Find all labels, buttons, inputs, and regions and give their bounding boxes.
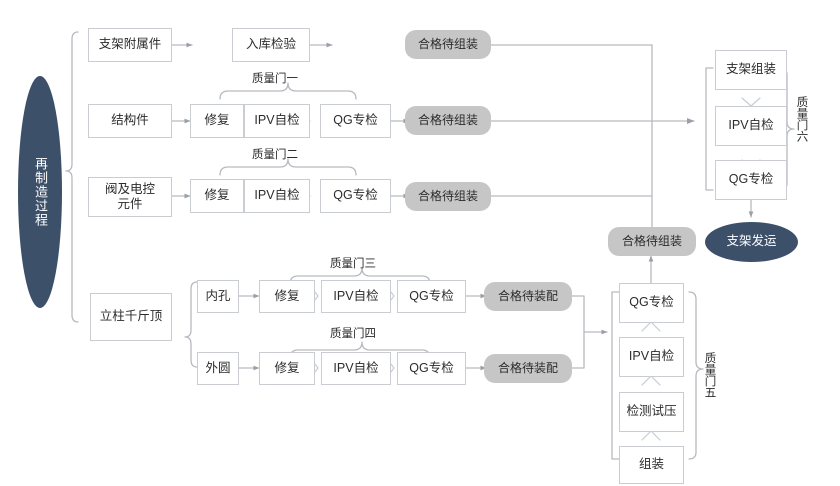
gate-label-quality-gate-2: 质量门二: [252, 149, 298, 161]
node-input-inner-bore[interactable]: 内孔: [197, 280, 239, 313]
gate-label-quality-gate-6: 质量门六: [795, 96, 808, 142]
node-step-ipv-self-check-outer[interactable]: IPV自检: [321, 352, 391, 385]
gate-label-quality-gate-3: 质量门三: [330, 258, 376, 270]
node-output-bracket-shipment[interactable]: 支架发运: [705, 222, 798, 262]
node-step-bracket-assembly[interactable]: 支架组装: [715, 50, 787, 90]
node-step-repair-valve[interactable]: 修复: [190, 179, 244, 213]
node-step-repair-outer[interactable]: 修复: [259, 352, 315, 385]
node-step-incoming-inspection[interactable]: 入库检验: [232, 28, 310, 62]
node-output-ready-for-assembly-1[interactable]: 合格待组装: [405, 30, 491, 59]
node-step-repair-structural[interactable]: 修复: [190, 104, 244, 138]
node-input-prop-jack[interactable]: 立柱千斤顶: [90, 293, 172, 341]
node-step-pressure-test[interactable]: 检测试压: [619, 392, 684, 432]
node-step-qg-inspection-structural[interactable]: QG专检: [320, 104, 391, 138]
node-step-repair-bore[interactable]: 修复: [259, 280, 315, 313]
node-step-qg-inspection-final[interactable]: QG专检: [715, 160, 787, 200]
node-input-structural-parts[interactable]: 结构件: [88, 104, 172, 138]
gate-label-quality-gate-4: 质量门四: [330, 328, 376, 340]
node-step-ipv-self-check-final[interactable]: IPV自检: [715, 106, 787, 146]
gate-label-quality-gate-5: 质量门五: [703, 352, 716, 398]
node-output-ready-for-assembly-2[interactable]: 合格待组装: [405, 106, 491, 135]
node-step-qg-inspection-outer[interactable]: QG专检: [397, 352, 466, 385]
node-step-ipv-self-check-valve[interactable]: IPV自检: [244, 179, 310, 213]
root-node-remanufacturing-process[interactable]: 再制造过程: [18, 76, 62, 308]
node-output-ready-for-fitting-1[interactable]: 合格待装配: [484, 282, 572, 311]
node-output-ready-for-assembly-4[interactable]: 合格待组装: [608, 227, 696, 256]
node-step-assembly[interactable]: 组装: [619, 446, 684, 484]
gate-label-quality-gate-1: 质量门一: [252, 73, 298, 85]
node-output-ready-for-fitting-2[interactable]: 合格待装配: [484, 354, 572, 383]
node-step-ipv-self-check-structural[interactable]: IPV自检: [244, 104, 310, 138]
node-step-qg-inspection-bore[interactable]: QG专检: [397, 280, 466, 313]
node-step-qg-inspection-assembly[interactable]: QG专检: [619, 283, 684, 323]
node-step-ipv-self-check-assembly[interactable]: IPV自检: [619, 337, 684, 377]
node-step-ipv-self-check-bore[interactable]: IPV自检: [321, 280, 391, 313]
node-output-ready-for-assembly-3[interactable]: 合格待组装: [405, 182, 491, 211]
node-input-valve-and-electrical-control[interactable]: 阀及电控 元件: [88, 177, 172, 217]
node-input-outer-circle[interactable]: 外圆: [197, 352, 239, 385]
node-input-accessory[interactable]: 支架附属件: [88, 28, 172, 62]
node-step-qg-inspection-valve[interactable]: QG专检: [320, 179, 391, 213]
